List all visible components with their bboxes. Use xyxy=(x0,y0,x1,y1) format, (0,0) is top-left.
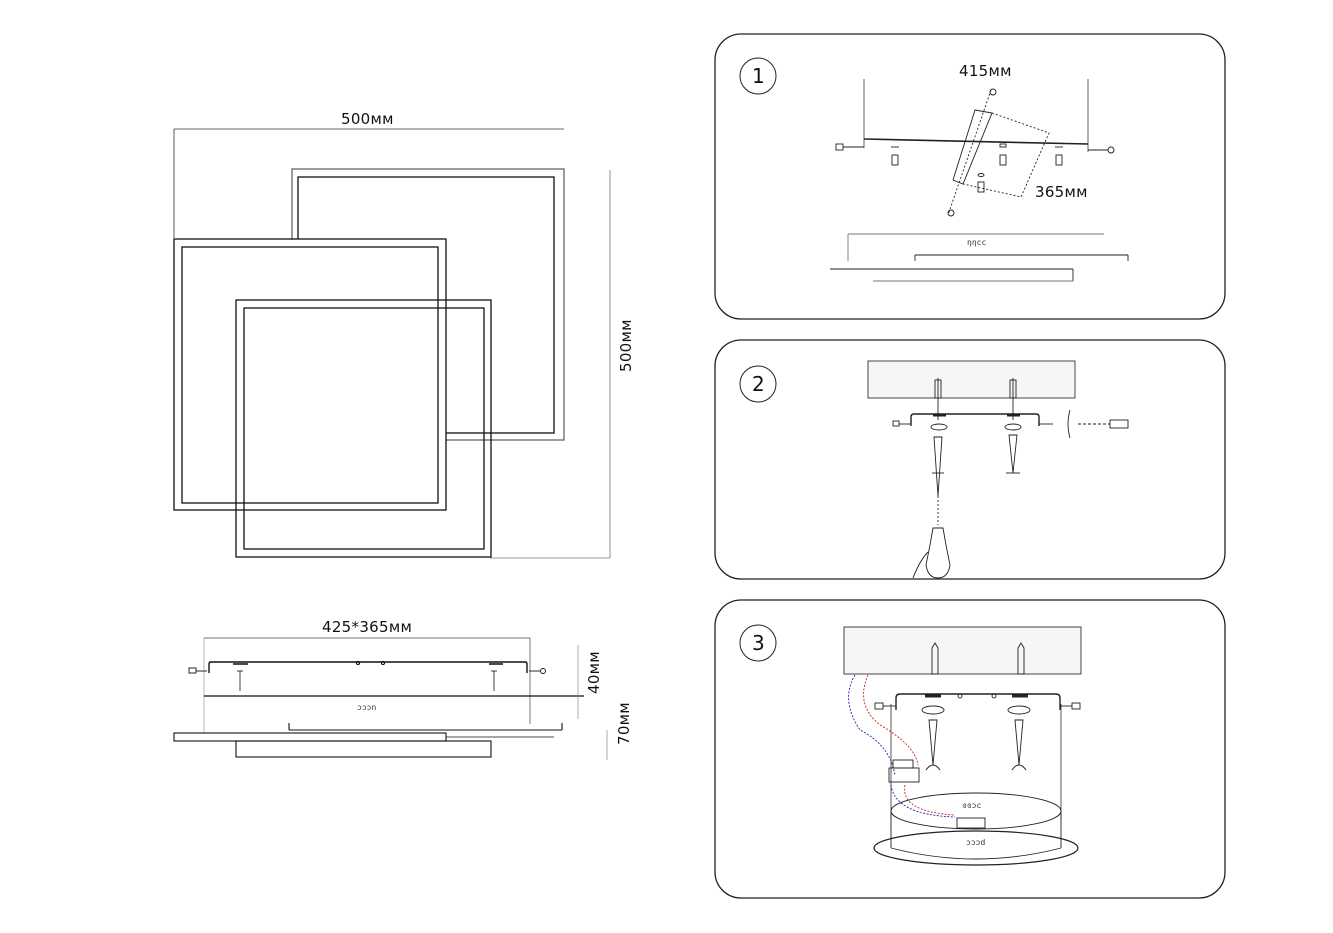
screw-icon xyxy=(891,146,899,166)
driver-box xyxy=(956,817,986,829)
mounting-plate-edge xyxy=(863,138,1089,145)
side-screw-left-icon xyxy=(892,420,911,427)
step-3-panel xyxy=(714,599,1226,899)
side-screw-right-icon xyxy=(1060,702,1081,710)
screw-icon xyxy=(237,670,243,691)
screw-axis xyxy=(947,89,992,216)
step-1-panel xyxy=(714,33,1226,320)
frame-square-middle-outer xyxy=(173,238,447,511)
screw-icon xyxy=(999,143,1007,166)
wall-plug-icon xyxy=(931,642,939,675)
mounting-plate xyxy=(910,413,1040,426)
screw-icon xyxy=(491,670,497,691)
wall-plug-icon xyxy=(1009,378,1017,420)
plate-hole xyxy=(991,693,997,699)
step-number-badge xyxy=(739,624,777,662)
side-screwdriver-icon xyxy=(1039,409,1129,439)
lamp-body-bottom xyxy=(890,847,1062,860)
lamp-base-plate xyxy=(873,830,1079,866)
side-screw-right-icon xyxy=(529,668,546,674)
side-screw-left-icon xyxy=(835,143,864,151)
mounting-plate xyxy=(208,661,528,673)
step-number-badge xyxy=(739,57,777,95)
wall-plug-icon xyxy=(934,378,942,420)
cross-bar-bracket xyxy=(952,109,993,185)
frame-side-profile-front xyxy=(235,740,492,758)
step-1-number: 1 xyxy=(752,64,765,88)
screw-icon xyxy=(925,719,941,771)
step-3-marking-bottom: ɔɔɔd xyxy=(966,838,985,847)
front-width-label: 500мм xyxy=(341,110,394,128)
wire-blue xyxy=(848,674,896,776)
side-marking: ɔɔɔn xyxy=(357,703,376,712)
front-height-label: 500мм xyxy=(617,319,635,372)
step-3-number: 3 xyxy=(752,631,765,655)
step-1-marking: ηηcc xyxy=(967,238,986,247)
wall-plug-icon xyxy=(1017,642,1025,675)
washer xyxy=(1004,423,1022,431)
wire-blue xyxy=(890,784,956,818)
frame-side-profile-middle xyxy=(173,732,447,742)
step-2-panel xyxy=(714,339,1226,580)
screwdriver-icon xyxy=(912,527,951,579)
step-3-marking-top: ɞɞɔc xyxy=(962,801,981,810)
mount-depth-label: 40мм xyxy=(585,651,603,694)
plate-hole xyxy=(355,660,361,666)
plate-hole xyxy=(380,660,386,666)
step-1-width-label: 415мм xyxy=(959,62,1012,80)
screw-icon xyxy=(1011,719,1027,771)
total-depth-label: 70мм xyxy=(615,702,633,745)
screw-icon xyxy=(977,173,985,193)
ceiling-block xyxy=(843,626,1082,675)
washer xyxy=(930,423,948,431)
step-1-height-label: 365мм xyxy=(1035,183,1088,201)
frame-square-front-outer xyxy=(235,299,492,558)
frame-square-middle-inner xyxy=(181,246,439,504)
side-screw-left-icon xyxy=(874,702,896,710)
screw-icon xyxy=(989,88,997,96)
side-screw-left-icon xyxy=(188,667,207,674)
step-number-badge xyxy=(739,365,777,403)
screw-icon xyxy=(932,436,944,497)
screw-icon xyxy=(1055,146,1063,166)
mounting-plate xyxy=(895,693,1061,710)
frame-square-front-inner xyxy=(243,307,485,550)
plate-hole xyxy=(957,693,963,699)
side-view xyxy=(173,637,608,760)
front-view xyxy=(173,128,611,559)
ceiling-block xyxy=(867,360,1076,399)
wire-red xyxy=(904,784,956,816)
step-2-number: 2 xyxy=(752,372,765,396)
side-screw-right-icon xyxy=(1088,146,1115,154)
washer xyxy=(921,705,945,715)
terminal-block-icon xyxy=(888,759,920,783)
screw-icon xyxy=(1006,434,1020,474)
plate-size-label: 425*365мм xyxy=(322,618,412,636)
screw-icon xyxy=(947,209,955,217)
washer xyxy=(1007,705,1031,715)
